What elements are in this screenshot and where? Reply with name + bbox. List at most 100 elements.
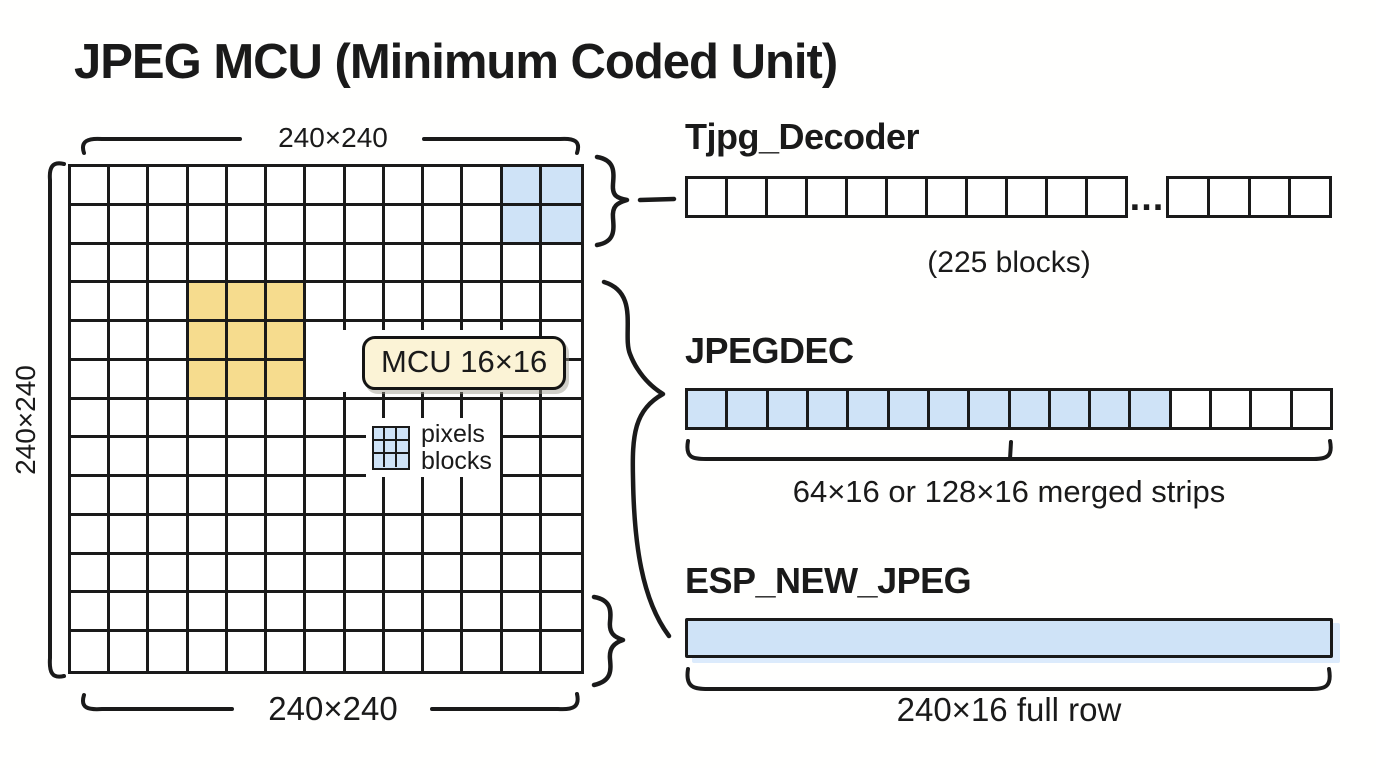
brace-top-connector [637, 196, 677, 203]
block-cell [889, 391, 930, 427]
grid-cell [424, 283, 464, 323]
grid-cell [71, 205, 111, 245]
grid-cell [267, 477, 307, 516]
grid-left-dimension-label: 240×240 [10, 365, 41, 475]
grid-cell [306, 167, 346, 206]
grid-cell [463, 515, 503, 555]
left-dimension-line [47, 161, 66, 679]
grid-cell [306, 205, 346, 245]
grid-cell [188, 515, 228, 555]
grid-cell [384, 515, 425, 555]
grid-cell [149, 205, 189, 245]
grid-cell [463, 167, 503, 206]
brace-bottom-icon [591, 594, 626, 688]
grid-cell [463, 593, 503, 633]
block-cell [929, 391, 971, 427]
grid-cell [110, 477, 150, 516]
grid-cell [502, 593, 542, 633]
block-cell [1131, 391, 1172, 427]
grid-cell [188, 244, 228, 284]
block-cell [928, 179, 968, 215]
grid-cell [227, 515, 268, 555]
tjpg-block-row-segment-2 [1166, 176, 1332, 218]
grid-cell [267, 283, 307, 323]
block-cell [888, 179, 928, 215]
grid-cell [541, 400, 581, 439]
grid-cell [463, 283, 503, 323]
block-cell [1252, 391, 1293, 427]
grid-cell [267, 593, 307, 633]
grid-cell [542, 632, 581, 671]
grid-cell [188, 554, 228, 594]
grid-cell [541, 361, 581, 400]
grid-cell [228, 632, 268, 671]
grid-cell [306, 244, 346, 284]
grid-cell [149, 244, 189, 284]
grid-cell [267, 554, 307, 594]
page-title: JPEG MCU (Minimum Coded Unit) [74, 35, 838, 89]
tjpg-ellipsis: ... [1129, 177, 1165, 219]
grid-cell [227, 205, 268, 245]
grid-cell [188, 322, 228, 361]
grid-cell [149, 399, 189, 439]
grid-cell [503, 632, 542, 671]
grid-cell [227, 167, 268, 206]
grid-cell [345, 477, 385, 516]
grid-cell [424, 632, 464, 671]
esp-caption: 240×16 full row [896, 691, 1122, 728]
grid-cell [541, 555, 581, 594]
block-cell [1212, 391, 1253, 427]
block-cell [808, 179, 848, 215]
grid-cell [149, 554, 189, 594]
grid-cell [149, 167, 189, 206]
grid-cell [306, 477, 346, 516]
grid-cell [267, 438, 307, 478]
grid-cell [149, 360, 189, 400]
grid-cell [149, 632, 189, 671]
grid-cell [384, 593, 425, 633]
grid-cell [267, 322, 307, 361]
grid-cell [71, 632, 111, 671]
grid-cell [188, 477, 228, 516]
grid-cell [541, 477, 581, 516]
grid-cell [267, 399, 307, 439]
grid-cell [502, 244, 542, 284]
grid-cell [306, 438, 346, 478]
grid-cell [110, 244, 150, 284]
legend-grid-cell [385, 427, 397, 441]
grid-cell [384, 477, 425, 516]
grid-cell [267, 205, 307, 245]
grid-cell [227, 554, 268, 594]
esp-new-jpeg-heading: ESP_NEW_JPEG [685, 560, 972, 601]
legend-grid-cell [374, 440, 386, 455]
grid-cell [267, 515, 307, 555]
grid-cell [385, 632, 425, 671]
grid-cell [306, 593, 346, 633]
grid-cell [71, 360, 111, 400]
grid-cell [384, 167, 425, 206]
grid-cell [502, 283, 542, 323]
block-cell [728, 179, 768, 215]
grid-cell [345, 515, 385, 555]
grid-cell [227, 360, 268, 400]
block-cell [688, 179, 728, 215]
grid-cell [267, 244, 307, 284]
grid-legend: pixels blocks [366, 418, 500, 477]
grid-cell [110, 593, 150, 633]
legend-grid-cell [385, 440, 397, 455]
block-cell [1172, 391, 1213, 427]
grid-cell [71, 399, 111, 439]
grid-cell [345, 244, 385, 284]
grid-cell [149, 515, 189, 555]
grid-cell [541, 283, 581, 323]
mcu-callout: MCU 16×16 [362, 336, 567, 390]
block-cell [1293, 391, 1330, 427]
grid-cell [463, 632, 503, 671]
legend-grid-cell [396, 428, 408, 441]
grid-cell [502, 205, 542, 245]
grid-cell [306, 632, 346, 671]
legend-grid-cell [397, 454, 408, 467]
grid-cell [384, 205, 425, 245]
grid-cell [71, 283, 111, 323]
grid-cell [384, 244, 425, 284]
